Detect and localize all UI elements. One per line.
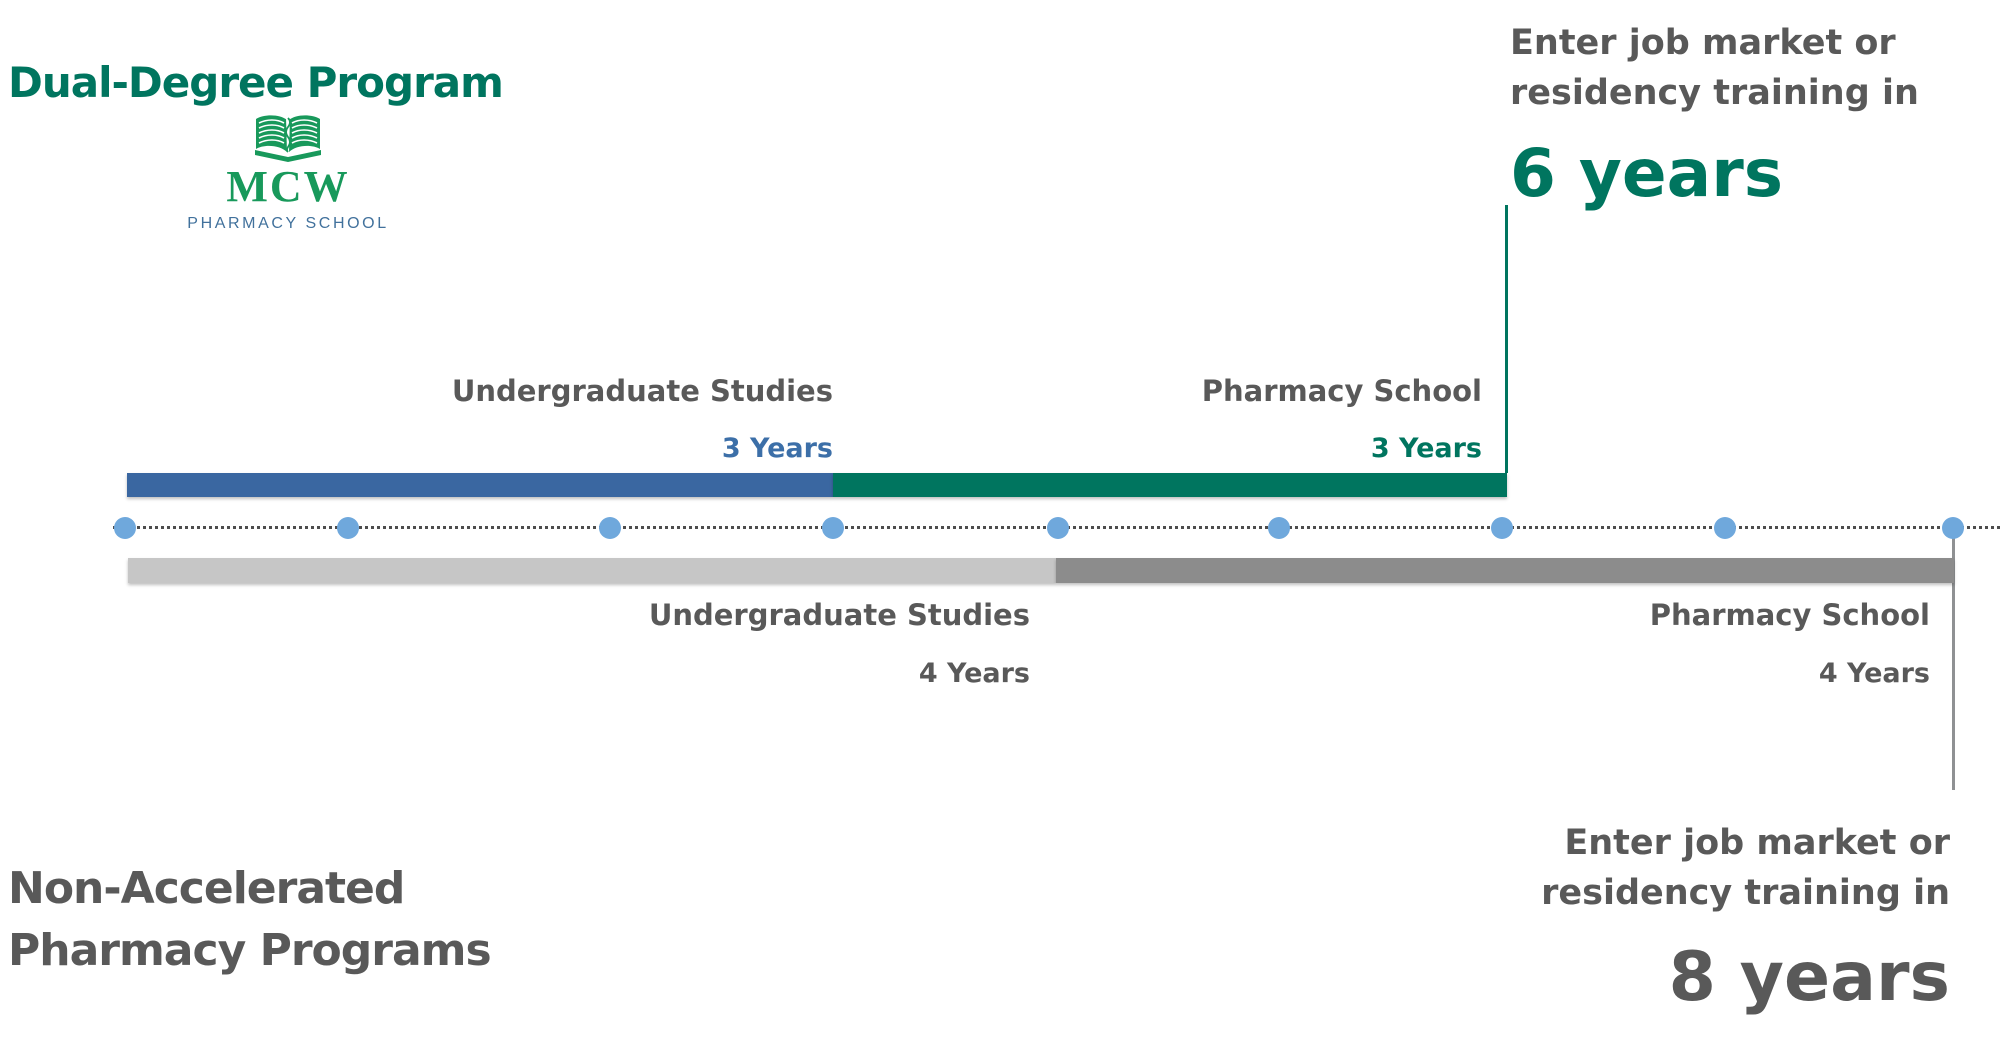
logo-wordmark: MCW — [226, 162, 350, 211]
na-ug-years: 4 Years — [918, 658, 1030, 689]
year-marker-dot — [1491, 517, 1513, 539]
non-accelerated-title-line2: Pharmacy Programs — [8, 925, 492, 976]
dual-undergraduate-bar — [127, 473, 833, 497]
outcome-years-value: 6 years — [1510, 135, 1784, 212]
outcome-text-line1: Enter job market or — [1564, 823, 1950, 863]
non-accel-undergraduate-bar — [128, 558, 1056, 583]
year-marker-dot — [337, 517, 359, 539]
outcome-text-line1: Enter job market or — [1510, 23, 1896, 63]
dual-degree-outcome: Enter job market or residency training i… — [1510, 18, 1919, 214]
dual-ps-label: Pharmacy School — [1201, 374, 1482, 408]
year-marker-dot — [114, 517, 136, 539]
dual-degree-connector-line — [1505, 205, 1508, 473]
dual-pharmacy-school-bar — [833, 473, 1507, 497]
non-accelerated-title-line1: Non-Accelerated — [8, 863, 405, 914]
open-book-caduceus-icon — [255, 115, 321, 162]
year-marker-dot — [1268, 517, 1290, 539]
dual-ug-label: Undergraduate Studies — [451, 374, 833, 408]
na-ug-label: Undergraduate Studies — [648, 598, 1030, 632]
non-accelerated-connector-line — [1952, 530, 1955, 790]
year-marker-dot — [599, 517, 621, 539]
outcome-text-line2: residency training in — [1510, 73, 1919, 113]
non-accelerated-title: Non-Accelerated Pharmacy Programs — [8, 858, 492, 982]
na-ps-label: Pharmacy School — [1649, 598, 1930, 632]
non-accelerated-outcome: Enter job market or residency training i… — [1541, 818, 1950, 1020]
logo-subtitle: PHARMACY SCHOOL — [187, 215, 389, 232]
dual-ps-years: 3 Years — [1370, 433, 1482, 464]
year-marker-dot — [1714, 517, 1736, 539]
year-marker-dot — [822, 517, 844, 539]
outcome-text-line2: residency training in — [1541, 873, 1950, 913]
year-marker-dot — [1047, 517, 1069, 539]
non-accel-pharmacy-school-bar — [1056, 558, 1954, 583]
dual-ug-years: 3 Years — [721, 433, 833, 464]
outcome-years-value: 8 years — [1668, 938, 1950, 1017]
page-title: Dual-Degree Program — [8, 58, 504, 107]
mcw-logo: MCW PHARMACY SCHOOL — [178, 112, 398, 233]
na-ps-years: 4 Years — [1818, 658, 1930, 689]
year-marker-dot — [1942, 517, 1964, 539]
